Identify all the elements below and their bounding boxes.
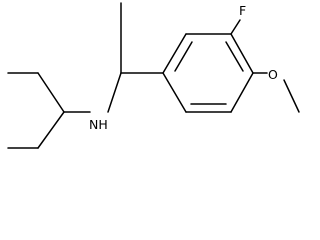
ring-bond-3: [230, 33, 254, 74]
bond-ring-f: [230, 19, 241, 35]
bond-o-methyl: [283, 79, 300, 113]
bond-c3-c4: [37, 111, 65, 149]
ring-bond-6: [162, 72, 187, 113]
atom-label-amine: NH: [89, 117, 108, 132]
ring-double-bond-2: [225, 41, 244, 72]
atom-label-oxygen: O: [268, 67, 278, 82]
bond-c2-c3: [37, 72, 65, 113]
bond-n-ch: [107, 72, 122, 113]
atom-label-fluorine: F: [239, 3, 246, 18]
structure-diagram: F NH O: [7, 2, 300, 149]
ring-bond-4: [230, 72, 254, 113]
ring-bond-1: [162, 33, 187, 74]
ring-double-bond-1: [174, 41, 193, 72]
